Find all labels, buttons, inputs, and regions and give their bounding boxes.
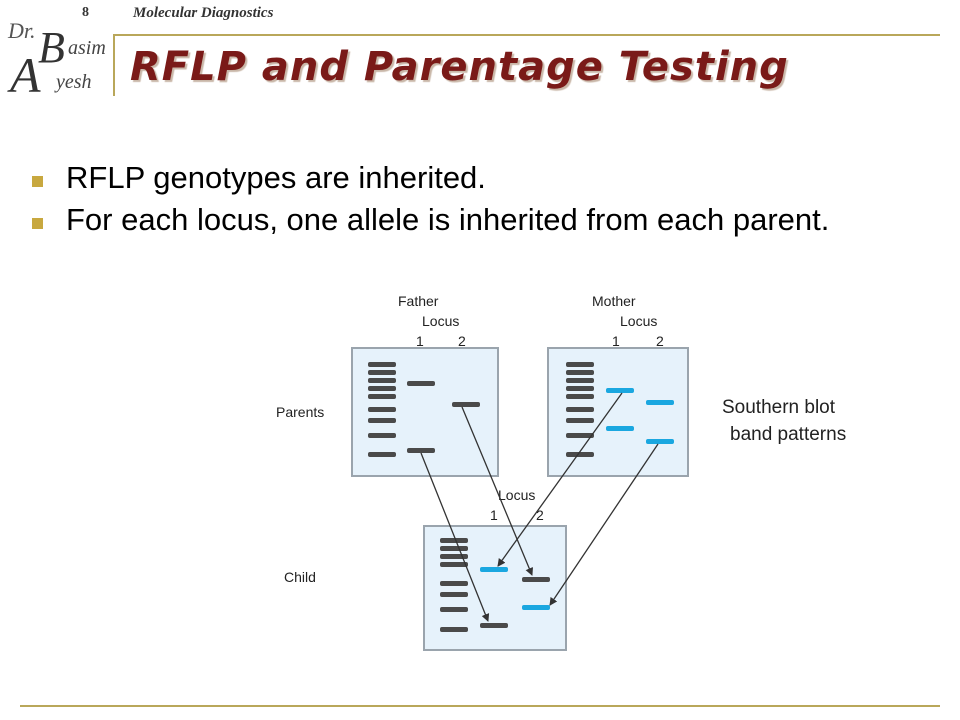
bullet-item: RFLP genotypes are inherited.	[28, 160, 908, 196]
bullet-text: For each locus, one allele is inherited …	[66, 202, 830, 237]
mother-label: Mother	[592, 293, 636, 309]
mother-marker-ladder	[566, 362, 594, 457]
mother-lane-1-label: 1	[612, 333, 620, 349]
father-lane-1-label: 1	[416, 333, 424, 349]
header-rule	[113, 34, 940, 36]
bullet-square-icon	[32, 218, 43, 229]
course-title: Molecular Diagnostics	[133, 5, 274, 21]
author-logo: Dr. B asim A yesh	[6, 12, 116, 96]
child-marker-ladder	[440, 538, 468, 632]
child-locus-label: Locus	[498, 487, 535, 503]
child-locus1-band-maternal	[480, 567, 508, 572]
bullet-item: For each locus, one allele is inherited …	[28, 202, 908, 238]
father-locus2-band	[452, 402, 480, 407]
mother-locus-label: Locus	[620, 313, 657, 329]
father-marker-ladder	[368, 362, 396, 457]
footer-rule	[20, 705, 940, 707]
header-vertical-rule	[113, 34, 115, 96]
mother-lane-2-label: 2	[656, 333, 664, 349]
father-label: Father	[398, 293, 439, 309]
father-locus1-band-b	[407, 448, 435, 453]
slide-title: RFLP and Parentage Testing	[130, 44, 789, 90]
logo-initial-a: A	[7, 47, 41, 96]
arrow-father-locus2-to-child	[461, 406, 533, 576]
child-row-label: Child	[284, 569, 316, 585]
child-lane-2-label: 2	[536, 507, 544, 523]
logo-initial-b: B	[38, 23, 65, 72]
child-lane-1-label: 1	[490, 507, 498, 523]
callout-line-2: band patterns	[730, 424, 847, 445]
child-locus2-band-maternal	[522, 605, 550, 610]
bullet-list: RFLP genotypes are inherited. For each l…	[28, 160, 908, 244]
mother-locus2-band-b	[646, 439, 674, 444]
child-locus1-band-paternal	[480, 623, 508, 628]
mother-locus1-band-b	[606, 426, 634, 431]
mother-locus1-band-a	[606, 388, 634, 393]
mother-locus2-band-a	[646, 400, 674, 405]
arrow-father-locus1-to-child	[420, 452, 490, 622]
southern-blot-callout: Southern blot band patterns	[722, 394, 846, 448]
father-lane-2-label: 2	[458, 333, 466, 349]
logo-yesh: yesh	[54, 71, 92, 93]
arrow-mother-locus2-to-child	[549, 443, 659, 606]
father-locus-label: Locus	[422, 313, 459, 329]
child-locus2-band-paternal	[522, 577, 550, 582]
bullet-square-icon	[32, 176, 43, 187]
callout-line-1: Southern blot	[722, 397, 836, 418]
logo-asim: asim	[68, 37, 106, 59]
father-locus1-band-a	[407, 381, 435, 386]
bullet-text: RFLP genotypes are inherited.	[66, 160, 486, 195]
page-number: 8	[82, 5, 89, 20]
arrow-mother-locus1-to-child	[497, 392, 623, 567]
logo-dr: Dr.	[7, 18, 36, 43]
parents-row-label: Parents	[276, 404, 324, 420]
rflp-inheritance-diagram: Father Locus 1 2 Mother Locus 1 2 Parent…	[260, 284, 720, 660]
